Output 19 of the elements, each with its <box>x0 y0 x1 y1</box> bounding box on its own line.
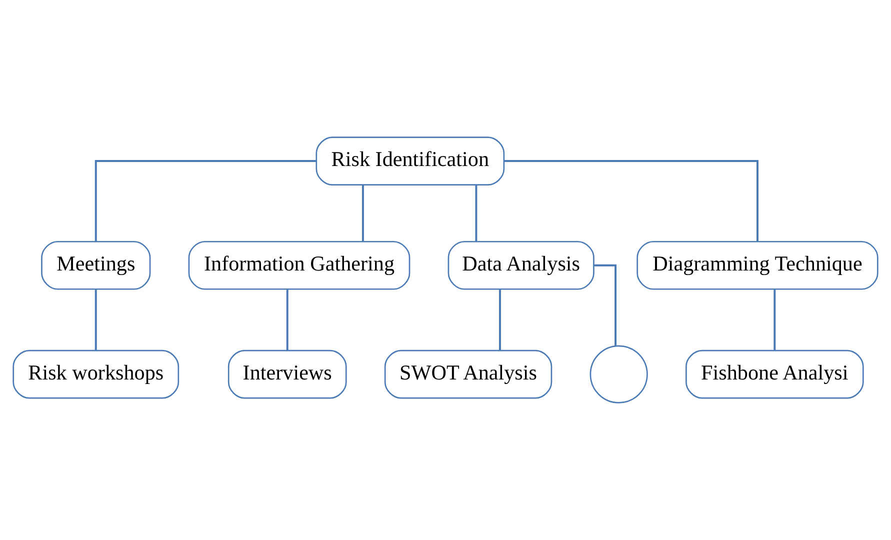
node-box: Meetings <box>41 240 151 290</box>
node-box: Information Gathering <box>188 240 410 290</box>
connector <box>498 290 501 350</box>
node-box: Risk workshops <box>12 350 180 399</box>
connector <box>504 160 758 242</box>
connector <box>362 185 364 242</box>
connector <box>94 160 316 242</box>
connector <box>774 290 776 350</box>
connector <box>94 290 97 350</box>
node-box: Risk Identification <box>316 136 505 186</box>
node-box: Fishbone Analysi <box>686 350 864 399</box>
node-box: Diagramming Technique <box>636 240 878 290</box>
node-box: SWOT Analysis <box>384 350 552 399</box>
connector <box>475 185 478 242</box>
connector <box>594 264 617 346</box>
node-box: Data Analysis <box>448 240 594 290</box>
connector <box>286 290 288 350</box>
node-box: Interviews <box>228 350 347 399</box>
node-circle <box>590 345 648 404</box>
